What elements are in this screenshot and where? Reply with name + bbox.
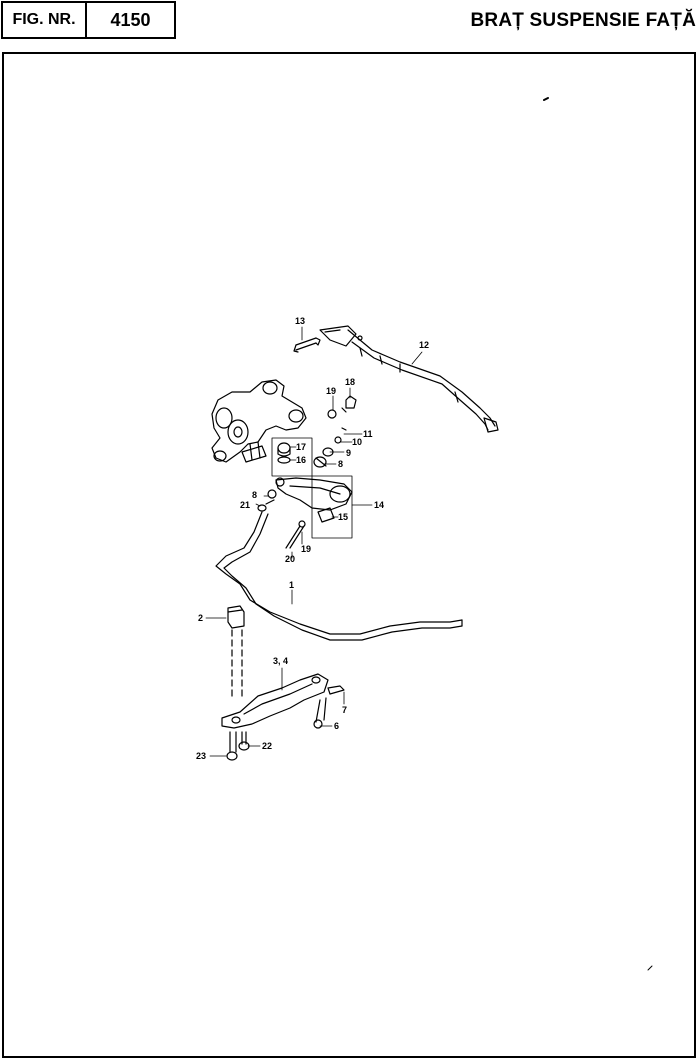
- callout-14: 14: [374, 500, 384, 510]
- callout-8-upper: 8: [338, 459, 343, 469]
- page-title: BRAȚ SUSPENSIE FAȚĂ: [470, 10, 696, 31]
- part-8-21-bushing: [257, 489, 277, 512]
- callout-15: 15: [338, 512, 348, 522]
- callout-18: 18: [345, 377, 355, 387]
- callout-10: 10: [352, 437, 362, 447]
- callout-20: 20: [285, 554, 295, 564]
- callout-19-lower: 19: [301, 544, 311, 554]
- part-1-stabilizer-bar: [215, 511, 463, 641]
- callout-17: 17: [296, 442, 306, 452]
- callout-8-lower: 8: [252, 490, 257, 500]
- figure-label: FIG. NR.: [3, 3, 87, 37]
- callout-16: 16: [296, 455, 306, 465]
- figure-number: 4150: [110, 9, 151, 30]
- part-13-bolt: [293, 337, 321, 353]
- callout-11: 11: [363, 429, 373, 439]
- part-22-23-bolts: [226, 731, 250, 761]
- leader-lines: [205, 326, 423, 757]
- steering-knuckle: [211, 379, 307, 463]
- part-19-20-bolt: [285, 520, 306, 549]
- callout-23: 23: [196, 751, 206, 761]
- callout-21: 21: [240, 500, 250, 510]
- callout-12: 12: [419, 340, 429, 350]
- upper-hardware: [313, 395, 357, 468]
- figure-number-box: FIG. NR. 4150: [1, 1, 176, 39]
- callout-9: 9: [346, 448, 351, 458]
- callout-6: 6: [334, 721, 339, 731]
- part-3-4-bracket: [221, 673, 345, 729]
- callout-13: 13: [295, 316, 305, 326]
- part-2-clamp: [227, 605, 245, 701]
- callout-1: 1: [289, 580, 294, 590]
- callout-7: 7: [342, 705, 347, 715]
- part-14-lower-arm: [275, 475, 353, 539]
- diagram-frame: [2, 52, 696, 1058]
- callout-19-upper: 19: [326, 386, 336, 396]
- callout-2: 2: [198, 613, 203, 623]
- callout-22: 22: [262, 741, 272, 751]
- part-12-strut-rod: [319, 325, 499, 433]
- callout-3-4: 3, 4: [273, 656, 288, 666]
